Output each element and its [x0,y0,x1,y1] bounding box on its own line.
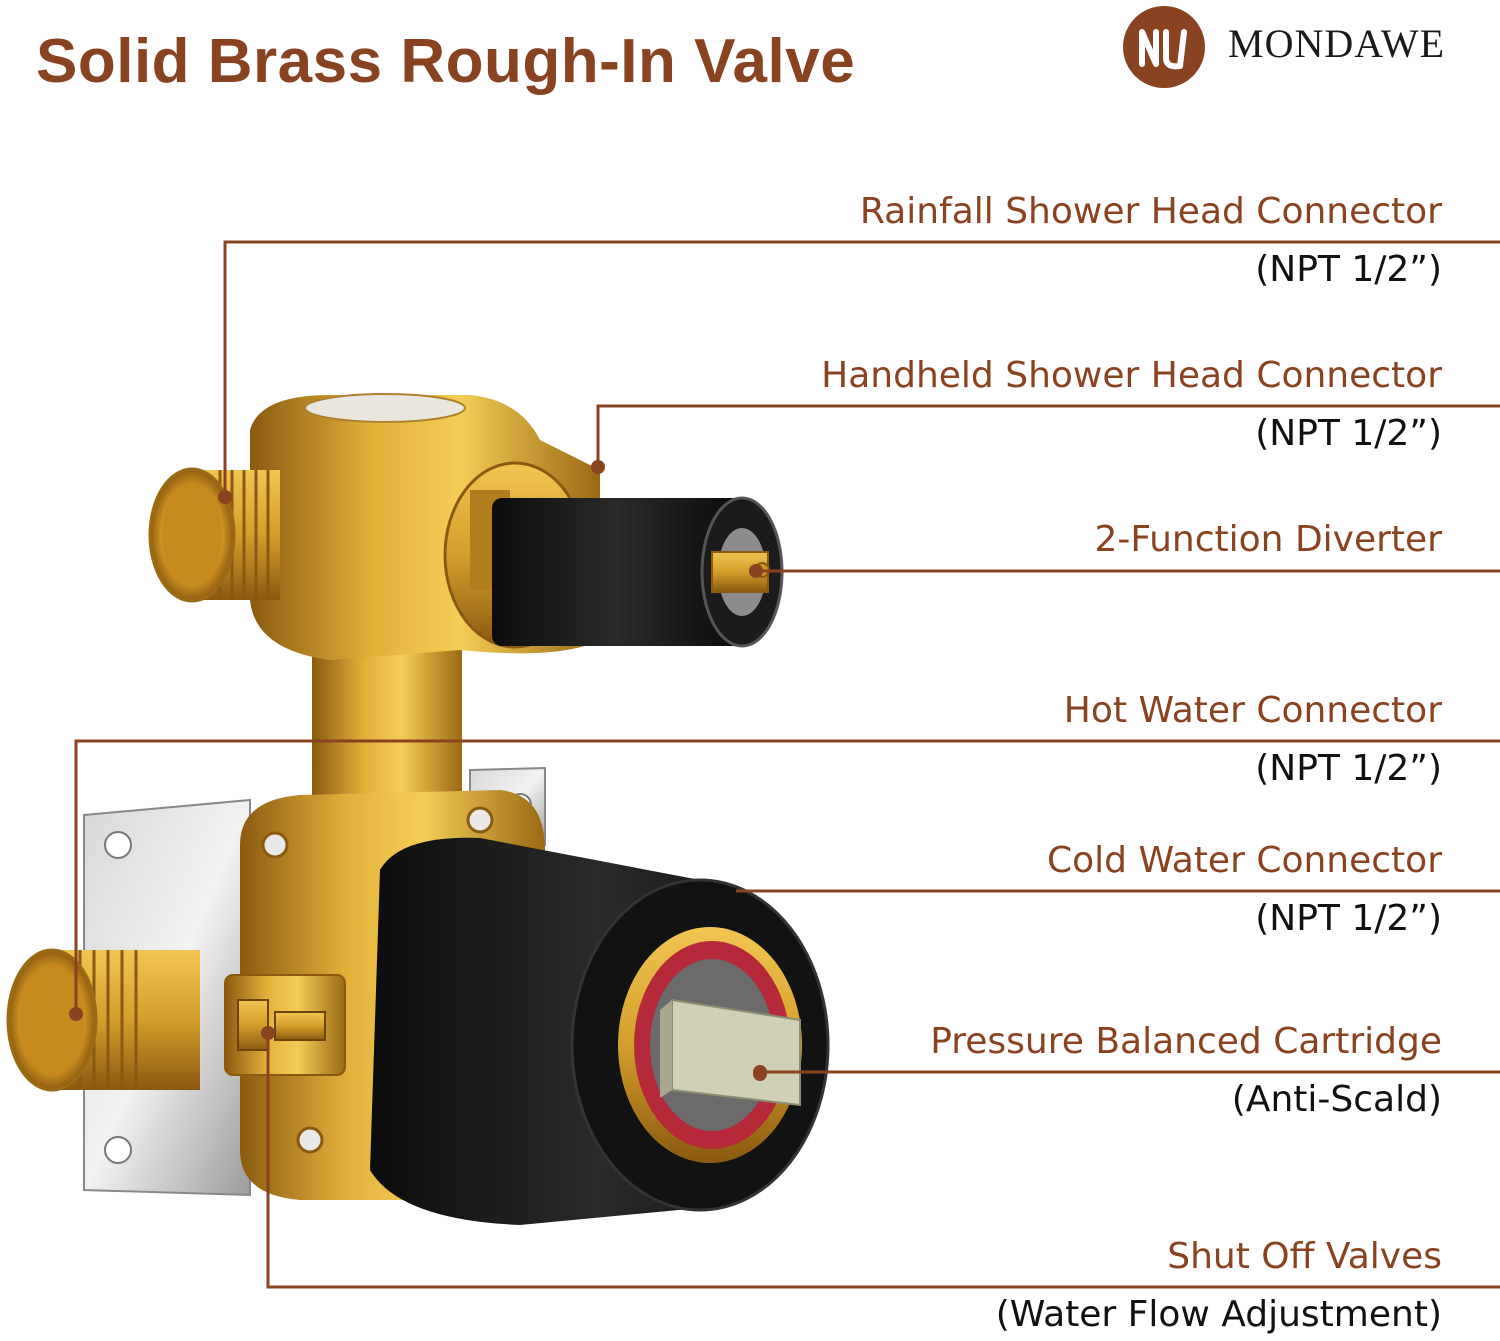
callout-spec: (NPT 1/2”) [1255,748,1442,789]
dot-diverter [749,564,763,578]
callout-spec: (Water Flow Adjustment) [995,1294,1442,1335]
callout-cartridge: Pressure Balanced Cartridge (Anti-Scald) [930,1024,1442,1118]
shut-off-valve [224,974,346,1076]
callout-spec: (NPT 1/2”) [1255,898,1442,939]
callout-name: Rainfall Shower Head Connector [859,191,1442,232]
dot-cartridge [753,1065,767,1079]
leader-handheld [596,404,1500,465]
callout-name: Pressure Balanced Cartridge [930,1021,1442,1062]
callout-diverter: 2-Function Diverter [1094,522,1442,558]
callout-spec: (NPT 1/2”) [1255,249,1442,290]
dot-hot-water [69,1007,83,1021]
brand-monogram-icon [1139,29,1187,70]
brand-name: MONDAWE [1228,21,1446,66]
brand-logo [1123,6,1205,88]
cartridge-cover [370,837,830,1225]
callout-name: Hot Water Connector [1063,690,1442,731]
leader-hot-water [74,739,1500,1012]
callout-handheld: Handheld Shower Head Connector (NPT 1/2”… [821,358,1442,452]
callout-hot-water: Hot Water Connector (NPT 1/2”) [1064,693,1442,787]
callout-shut-off: Shut Off Valves (Water Flow Adjustment) [996,1239,1442,1333]
callout-name: Handheld Shower Head Connector [821,355,1442,396]
page-title: Solid Brass Rough-In Valve [36,27,856,96]
dot-rainfall [218,490,232,504]
callout-cold-water: Cold Water Connector (NPT 1/2”) [1047,843,1442,937]
callout-name: Shut Off Valves [1167,1236,1442,1277]
dot-handheld [591,460,605,474]
callout-rainfall: Rainfall Shower Head Connector (NPT 1/2”… [860,194,1442,288]
callout-spec: (NPT 1/2”) [1255,413,1442,454]
rainfall-pipe [148,467,280,603]
hot-water-pipe [6,948,200,1092]
leader-rainfall [223,240,1500,495]
dot-shut-off [261,1026,275,1040]
callout-spec: (Anti-Scald) [1231,1079,1442,1120]
callout-name: 2-Function Diverter [1094,519,1442,560]
leader-shut-off [266,1035,1500,1289]
callout-name: Cold Water Connector [1047,840,1442,881]
